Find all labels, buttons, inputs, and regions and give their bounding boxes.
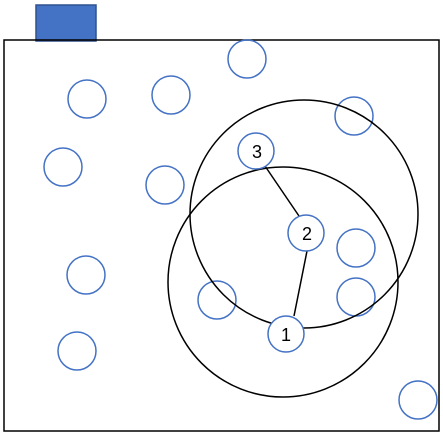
node-3: 3 bbox=[237, 132, 275, 170]
blue-circle bbox=[66, 255, 106, 295]
node-1-label: 1 bbox=[281, 325, 291, 345]
blue-circle bbox=[197, 280, 237, 320]
blue-circle bbox=[334, 96, 374, 136]
blue-circle bbox=[145, 165, 185, 205]
blue-circle bbox=[227, 39, 267, 79]
blue-circle bbox=[57, 331, 97, 371]
blue-circle bbox=[398, 380, 438, 420]
node-3-label: 3 bbox=[252, 142, 262, 162]
node-1-circle bbox=[267, 315, 305, 353]
range-circle-lower bbox=[167, 166, 399, 398]
blue-circle bbox=[151, 75, 191, 115]
node-1: 1 bbox=[267, 315, 305, 353]
tab-marker bbox=[35, 4, 97, 42]
node-2-circle bbox=[287, 214, 325, 252]
path-segment-2-1 bbox=[293, 250, 308, 317]
blue-circle bbox=[43, 147, 83, 187]
blue-circle-group bbox=[43, 39, 438, 420]
path-segment-3-2 bbox=[264, 165, 300, 217]
blue-circle bbox=[67, 79, 107, 119]
blue-circle bbox=[336, 228, 376, 268]
node-2: 2 bbox=[287, 214, 325, 252]
node-2-label: 2 bbox=[302, 224, 312, 244]
node-3-circle bbox=[237, 132, 275, 170]
range-circle-upper bbox=[189, 99, 419, 329]
frame-border bbox=[3, 39, 440, 432]
blue-circle bbox=[336, 277, 376, 317]
